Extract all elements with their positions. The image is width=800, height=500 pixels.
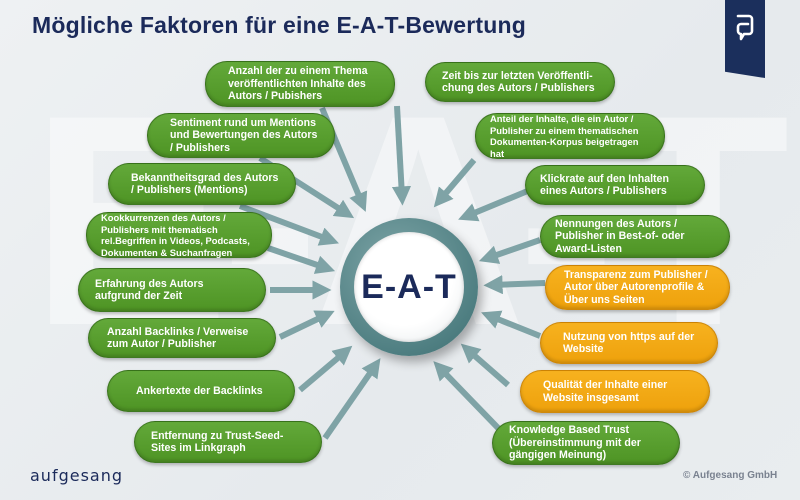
factor-pill: Ankertexte der Backlinks	[107, 370, 295, 412]
copyright-text: © Aufgesang GmbH	[683, 470, 778, 481]
factor-label: Zeit bis zur letzten Veröffentli-chung d…	[442, 69, 595, 95]
factor-pill: Anteil der Inhalte, die ein Autor / Publ…	[475, 113, 665, 159]
factor-label: Bekanntheitsgrad des Autors / Publishers…	[131, 171, 279, 197]
factor-label: Qualität der Inhalte einer Website insge…	[543, 379, 668, 404]
factor-label: Knowledge Based Trust (Übereinstimmung m…	[509, 424, 641, 462]
factor-pill: Sentiment rund um Mentions und Bewertung…	[147, 113, 335, 158]
factor-label: Nutzung von https auf der Website	[563, 330, 695, 356]
eat-center-inner: E-A-T	[354, 232, 464, 342]
factor-label: Ankertexte der Backlinks	[136, 384, 263, 397]
factor-label: Kookkurrenzen des Autors / Publishers mi…	[101, 212, 250, 258]
factor-pill: Zeit bis zur letzten Veröffentli-chung d…	[425, 62, 615, 102]
factor-label: Entfernung zu Trust-Seed-Sites im Linkgr…	[151, 429, 284, 455]
factor-label: Klickrate auf den Inhalten eines Autors …	[540, 172, 669, 198]
factor-pill: Erfahrung des Autors aufgrund der Zeit	[78, 268, 266, 312]
factor-pill: Bekanntheitsgrad des Autors / Publishers…	[108, 163, 296, 205]
eat-center-label: E-A-T	[361, 267, 457, 306]
factor-pill: Nutzung von https auf der Website	[540, 322, 718, 364]
factor-label: Erfahrung des Autors aufgrund der Zeit	[95, 277, 204, 303]
factor-pill: Entfernung zu Trust-Seed-Sites im Linkgr…	[134, 421, 322, 463]
factor-label: Transparenz zum Publisher / Autor über A…	[564, 268, 708, 306]
logo-badge	[725, 0, 765, 78]
factor-label: Anteil der Inhalte, die ein Autor / Publ…	[490, 113, 639, 159]
factor-label: Sentiment rund um Mentions und Bewertung…	[170, 116, 318, 154]
factor-pill: Klickrate auf den Inhalten eines Autors …	[525, 165, 705, 205]
factor-pill: Anzahl Backlinks / Verweise zum Autor / …	[88, 318, 276, 358]
factor-pill: Knowledge Based Trust (Übereinstimmung m…	[492, 421, 680, 465]
factor-label: Nennungen des Autors / Publisher in Best…	[555, 217, 685, 255]
factor-pill: Kookkurrenzen des Autors / Publishers mi…	[86, 212, 272, 258]
factor-label: Anzahl Backlinks / Verweise zum Autor / …	[107, 325, 249, 351]
factor-pill: Transparenz zum Publisher / Autor über A…	[545, 265, 730, 310]
aufgesang-logo-icon	[736, 14, 754, 41]
brand-logo: aufgesang	[30, 466, 124, 485]
factor-pill: Qualität der Inhalte einer Website insge…	[520, 370, 710, 413]
factor-pill: Anzahl der zu einem Thema veröffentlicht…	[205, 61, 395, 107]
factor-pill: Nennungen des Autors / Publisher in Best…	[540, 215, 730, 258]
eat-center-circle: E-A-T	[340, 218, 478, 356]
page-title: Mögliche Faktoren für eine E-A-T-Bewertu…	[32, 12, 526, 38]
factor-label: Anzahl der zu einem Thema veröffentlicht…	[228, 65, 368, 103]
